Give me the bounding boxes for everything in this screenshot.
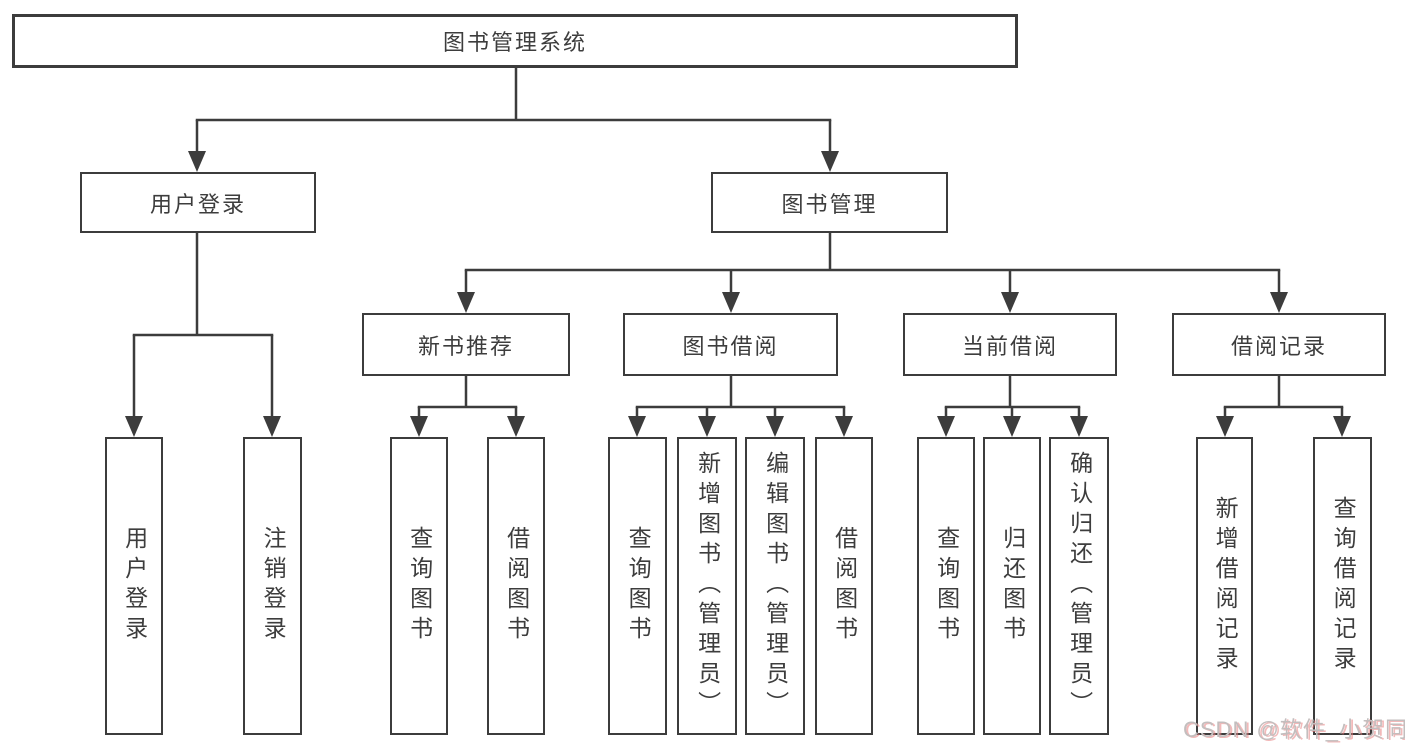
leaf-logout: 注销登录	[243, 437, 302, 735]
node-book-borrowing: 图书借阅	[623, 313, 838, 376]
csdn-watermark: CSDN @软件_小贺同学	[1183, 717, 1405, 742]
node-label: 归还图书	[999, 526, 1026, 646]
node-label: 图书管理系统	[442, 30, 587, 55]
node-label: 用户登录	[121, 526, 148, 646]
node-borrowing-records: 借阅记录	[1172, 313, 1386, 376]
node-label: 查询图书	[406, 526, 433, 646]
node-label: 借阅图书	[503, 526, 530, 646]
leaf-user-login: 用户登录	[105, 437, 163, 735]
node-user-login: 用户登录	[80, 172, 316, 233]
node-new-book-recommendation: 新书推荐	[362, 313, 570, 376]
node-label: 查询图书	[625, 526, 652, 646]
node-label: 查询借阅记录	[1330, 496, 1357, 676]
leaf-confirm-return-admin: 确认归还（管理员）	[1049, 437, 1109, 735]
node-label: 当前借阅	[961, 333, 1058, 359]
node-label: 新书推荐	[417, 333, 514, 359]
node-library-management-system: 图书管理系统	[12, 14, 1018, 68]
node-book-management: 图书管理	[711, 172, 948, 233]
node-label: 图书管理	[781, 191, 878, 217]
node-label: 用户登录	[149, 191, 246, 217]
node-label: 新增借阅记录	[1212, 496, 1239, 676]
leaf-add-book-admin: 新增图书（管理员）	[677, 437, 737, 735]
node-label: 查询图书	[933, 526, 960, 646]
node-label: 编辑图书（管理员）	[762, 451, 789, 721]
node-label: 确认归还（管理员）	[1066, 451, 1093, 721]
node-label: 新增图书（管理员）	[694, 451, 721, 721]
leaf-borrow-books-recommend: 借阅图书	[487, 437, 545, 735]
leaf-add-borrow-record: 新增借阅记录	[1196, 437, 1253, 735]
leaf-query-books-recommend: 查询图书	[390, 437, 448, 735]
leaf-query-books-borrowing: 查询图书	[608, 437, 667, 735]
node-label: 借阅记录	[1230, 333, 1327, 359]
leaf-borrow-books-borrowing: 借阅图书	[815, 437, 873, 735]
node-label: 借阅图书	[831, 526, 858, 646]
leaf-query-borrow-record: 查询借阅记录	[1313, 437, 1372, 735]
node-label: 图书借阅	[682, 333, 779, 359]
node-current-borrowing: 当前借阅	[903, 313, 1117, 376]
leaf-edit-book-admin: 编辑图书（管理员）	[745, 437, 805, 735]
leaf-return-book: 归还图书	[983, 437, 1041, 735]
node-label: 注销登录	[260, 526, 287, 646]
leaf-query-books-current: 查询图书	[917, 437, 975, 735]
